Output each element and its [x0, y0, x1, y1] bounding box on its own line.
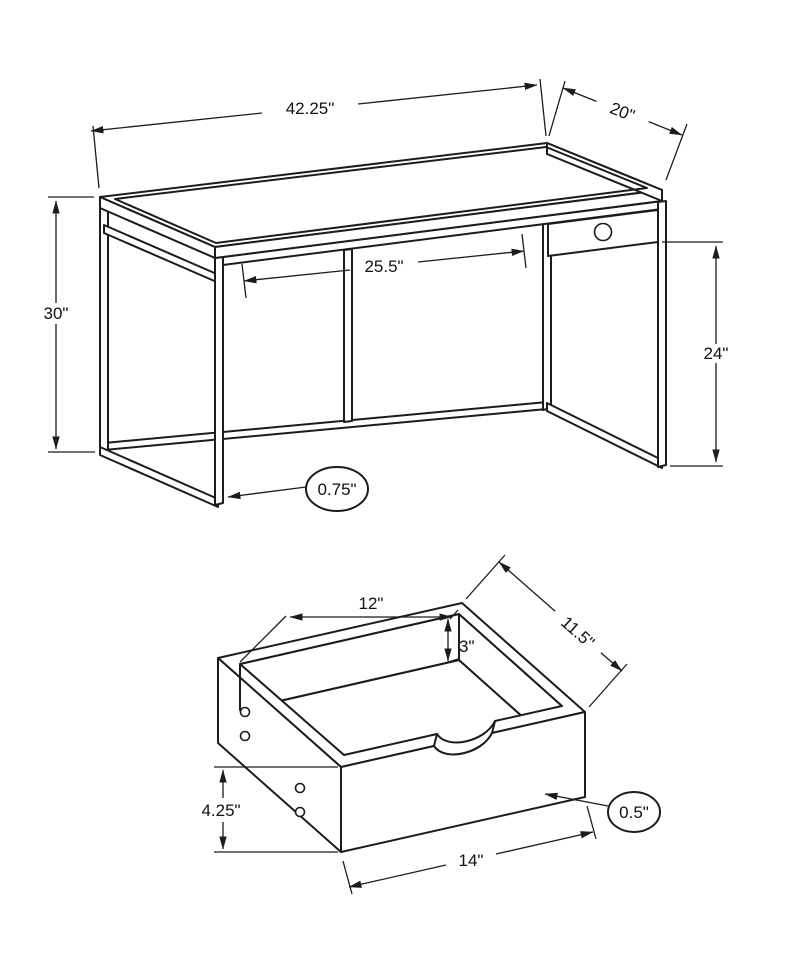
desk-drawer-finger-hole	[593, 222, 613, 242]
desk-left-floor-runner	[99, 446, 219, 508]
desk-clearance-dimension: 25.5"	[241, 233, 527, 299]
desk-frame-thickness-label: 0.75"	[317, 480, 356, 499]
screw-hole	[294, 782, 306, 794]
desktop-right-edge-face	[546, 142, 663, 202]
desk-back-left-leg	[99, 207, 109, 453]
dimension-line	[90, 112, 263, 134]
leader-line	[227, 486, 307, 500]
desk-width-dimension: 42.25"	[90, 78, 547, 189]
dimension-line	[348, 864, 447, 888]
drawer-front-height-label: 4.25"	[201, 801, 240, 820]
drawer-inner-width-dimension: 12"	[239, 594, 459, 663]
desk-dimensions: 42.25" 20" 30" 25.5" 24	[44, 78, 729, 512]
desk-height-label: 30"	[44, 304, 69, 323]
dimension-line	[417, 248, 525, 263]
desk-height-dimension: 30"	[44, 196, 95, 453]
callout-bubble	[607, 791, 661, 833]
desk-back-floor-stretcher	[103, 401, 548, 451]
handle-notch-edges	[433, 720, 496, 747]
desk-right-floor-runner	[546, 402, 663, 469]
dimension-line	[498, 561, 557, 613]
drawer-figure	[217, 602, 586, 853]
desk-width-label: 42.25"	[286, 99, 335, 118]
dimension-line	[357, 82, 538, 105]
drawer-front-height-dimension: 4.25"	[201, 766, 338, 853]
screw-hole	[294, 806, 306, 818]
extension-line	[662, 241, 723, 467]
extension-line	[48, 196, 95, 453]
dimension-line	[562, 87, 599, 103]
drawer-inner-height-label: 3"	[459, 637, 475, 656]
drawer-width-label: 14"	[459, 851, 484, 870]
drawer-inner-width-label: 12"	[359, 594, 384, 613]
extension-line	[92, 78, 547, 189]
drawer-front-face	[340, 711, 586, 853]
desk-depth-label-group: 20"	[592, 91, 653, 132]
desk-frame-thickness-callout: 0.75"	[227, 466, 369, 512]
desk-clearance-label: 25.5"	[364, 257, 403, 276]
dimension-line	[243, 269, 351, 284]
desktop-inner-frame-line	[114, 146, 648, 244]
dimension-line	[599, 651, 623, 672]
desk-depth-dimension: 20"	[548, 80, 688, 181]
drawer-width-dimension: 14"	[342, 805, 597, 895]
drawer-thickness-label: 0.5"	[619, 803, 649, 822]
desk-side-height-label: 24"	[704, 344, 729, 363]
desk-center-post	[343, 248, 353, 423]
extension-line	[342, 805, 597, 895]
extension-line	[214, 766, 338, 853]
dimension-line	[646, 120, 683, 136]
screw-hole	[239, 730, 251, 742]
dimension-line	[495, 831, 594, 855]
extension-line	[548, 80, 688, 181]
drawer-dimensions: 12" 3" 11.5" 4.25" 14"	[201, 554, 661, 895]
callout-bubble	[305, 466, 369, 512]
desk-figure	[99, 142, 667, 508]
screw-hole	[239, 706, 251, 718]
drawer-thickness-callout: 0.5"	[544, 791, 661, 833]
desk-front-left-leg	[214, 256, 224, 506]
leader-line	[544, 792, 609, 807]
drawer-inner-height-dimension: 3"	[441, 618, 475, 665]
desk-side-height-dimension: 24"	[662, 241, 729, 467]
desk-front-right-leg	[657, 200, 667, 468]
drawer-depth-label-group: 11.5"	[548, 603, 608, 661]
